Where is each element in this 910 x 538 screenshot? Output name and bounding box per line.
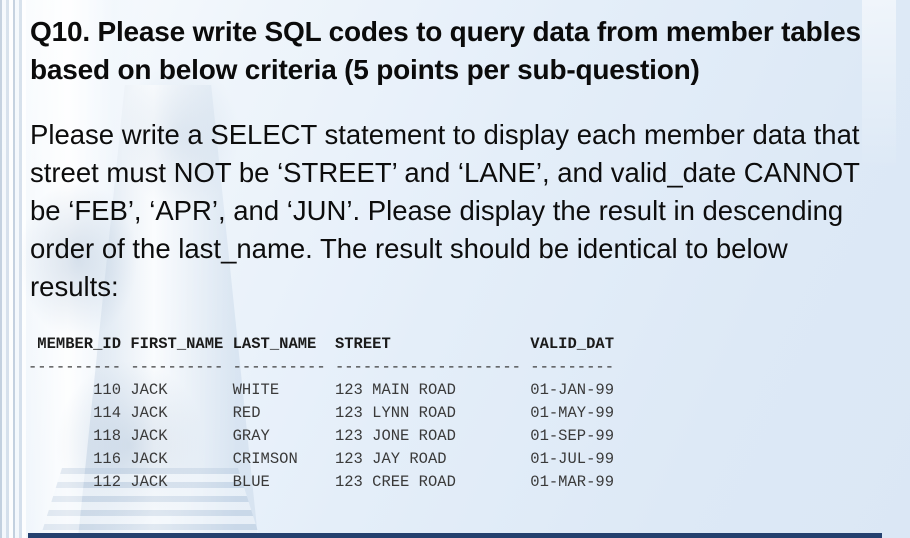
question-body-line: order of the last_name. The result shoul… <box>30 233 788 264</box>
column-watermark-carving <box>18 180 138 340</box>
sql-result-output: MEMBER_ID FIRST_NAME LAST_NAME STREET VA… <box>28 333 614 494</box>
question-body-line: be ‘FEB’, ‘APR’, and ‘JUN’. Please displ… <box>30 195 844 226</box>
bottom-accent-bar <box>28 533 882 538</box>
question-body-line: street must NOT be ‘STREET’ and ‘LANE’, … <box>30 157 860 188</box>
question-body-line: results: <box>30 271 119 302</box>
result-table-rows: ---------- ---------- ---------- -------… <box>28 358 614 491</box>
question-title-line: Q10. Please write SQL codes to query dat… <box>30 16 861 47</box>
column-watermark-carving <box>120 60 240 210</box>
question-body-line: Please write a SELECT statement to displ… <box>30 119 860 150</box>
question-body: Please write a SELECT statement to displ… <box>30 116 900 306</box>
result-table-header: MEMBER_ID FIRST_NAME LAST_NAME STREET VA… <box>37 335 614 353</box>
column-watermark-base <box>40 468 260 538</box>
column-watermark-stripes <box>0 0 26 538</box>
background-streak <box>862 0 896 170</box>
question-title-line: based on below criteria (5 points per su… <box>30 54 700 85</box>
question-title: Q10. Please write SQL codes to query dat… <box>30 13 890 89</box>
